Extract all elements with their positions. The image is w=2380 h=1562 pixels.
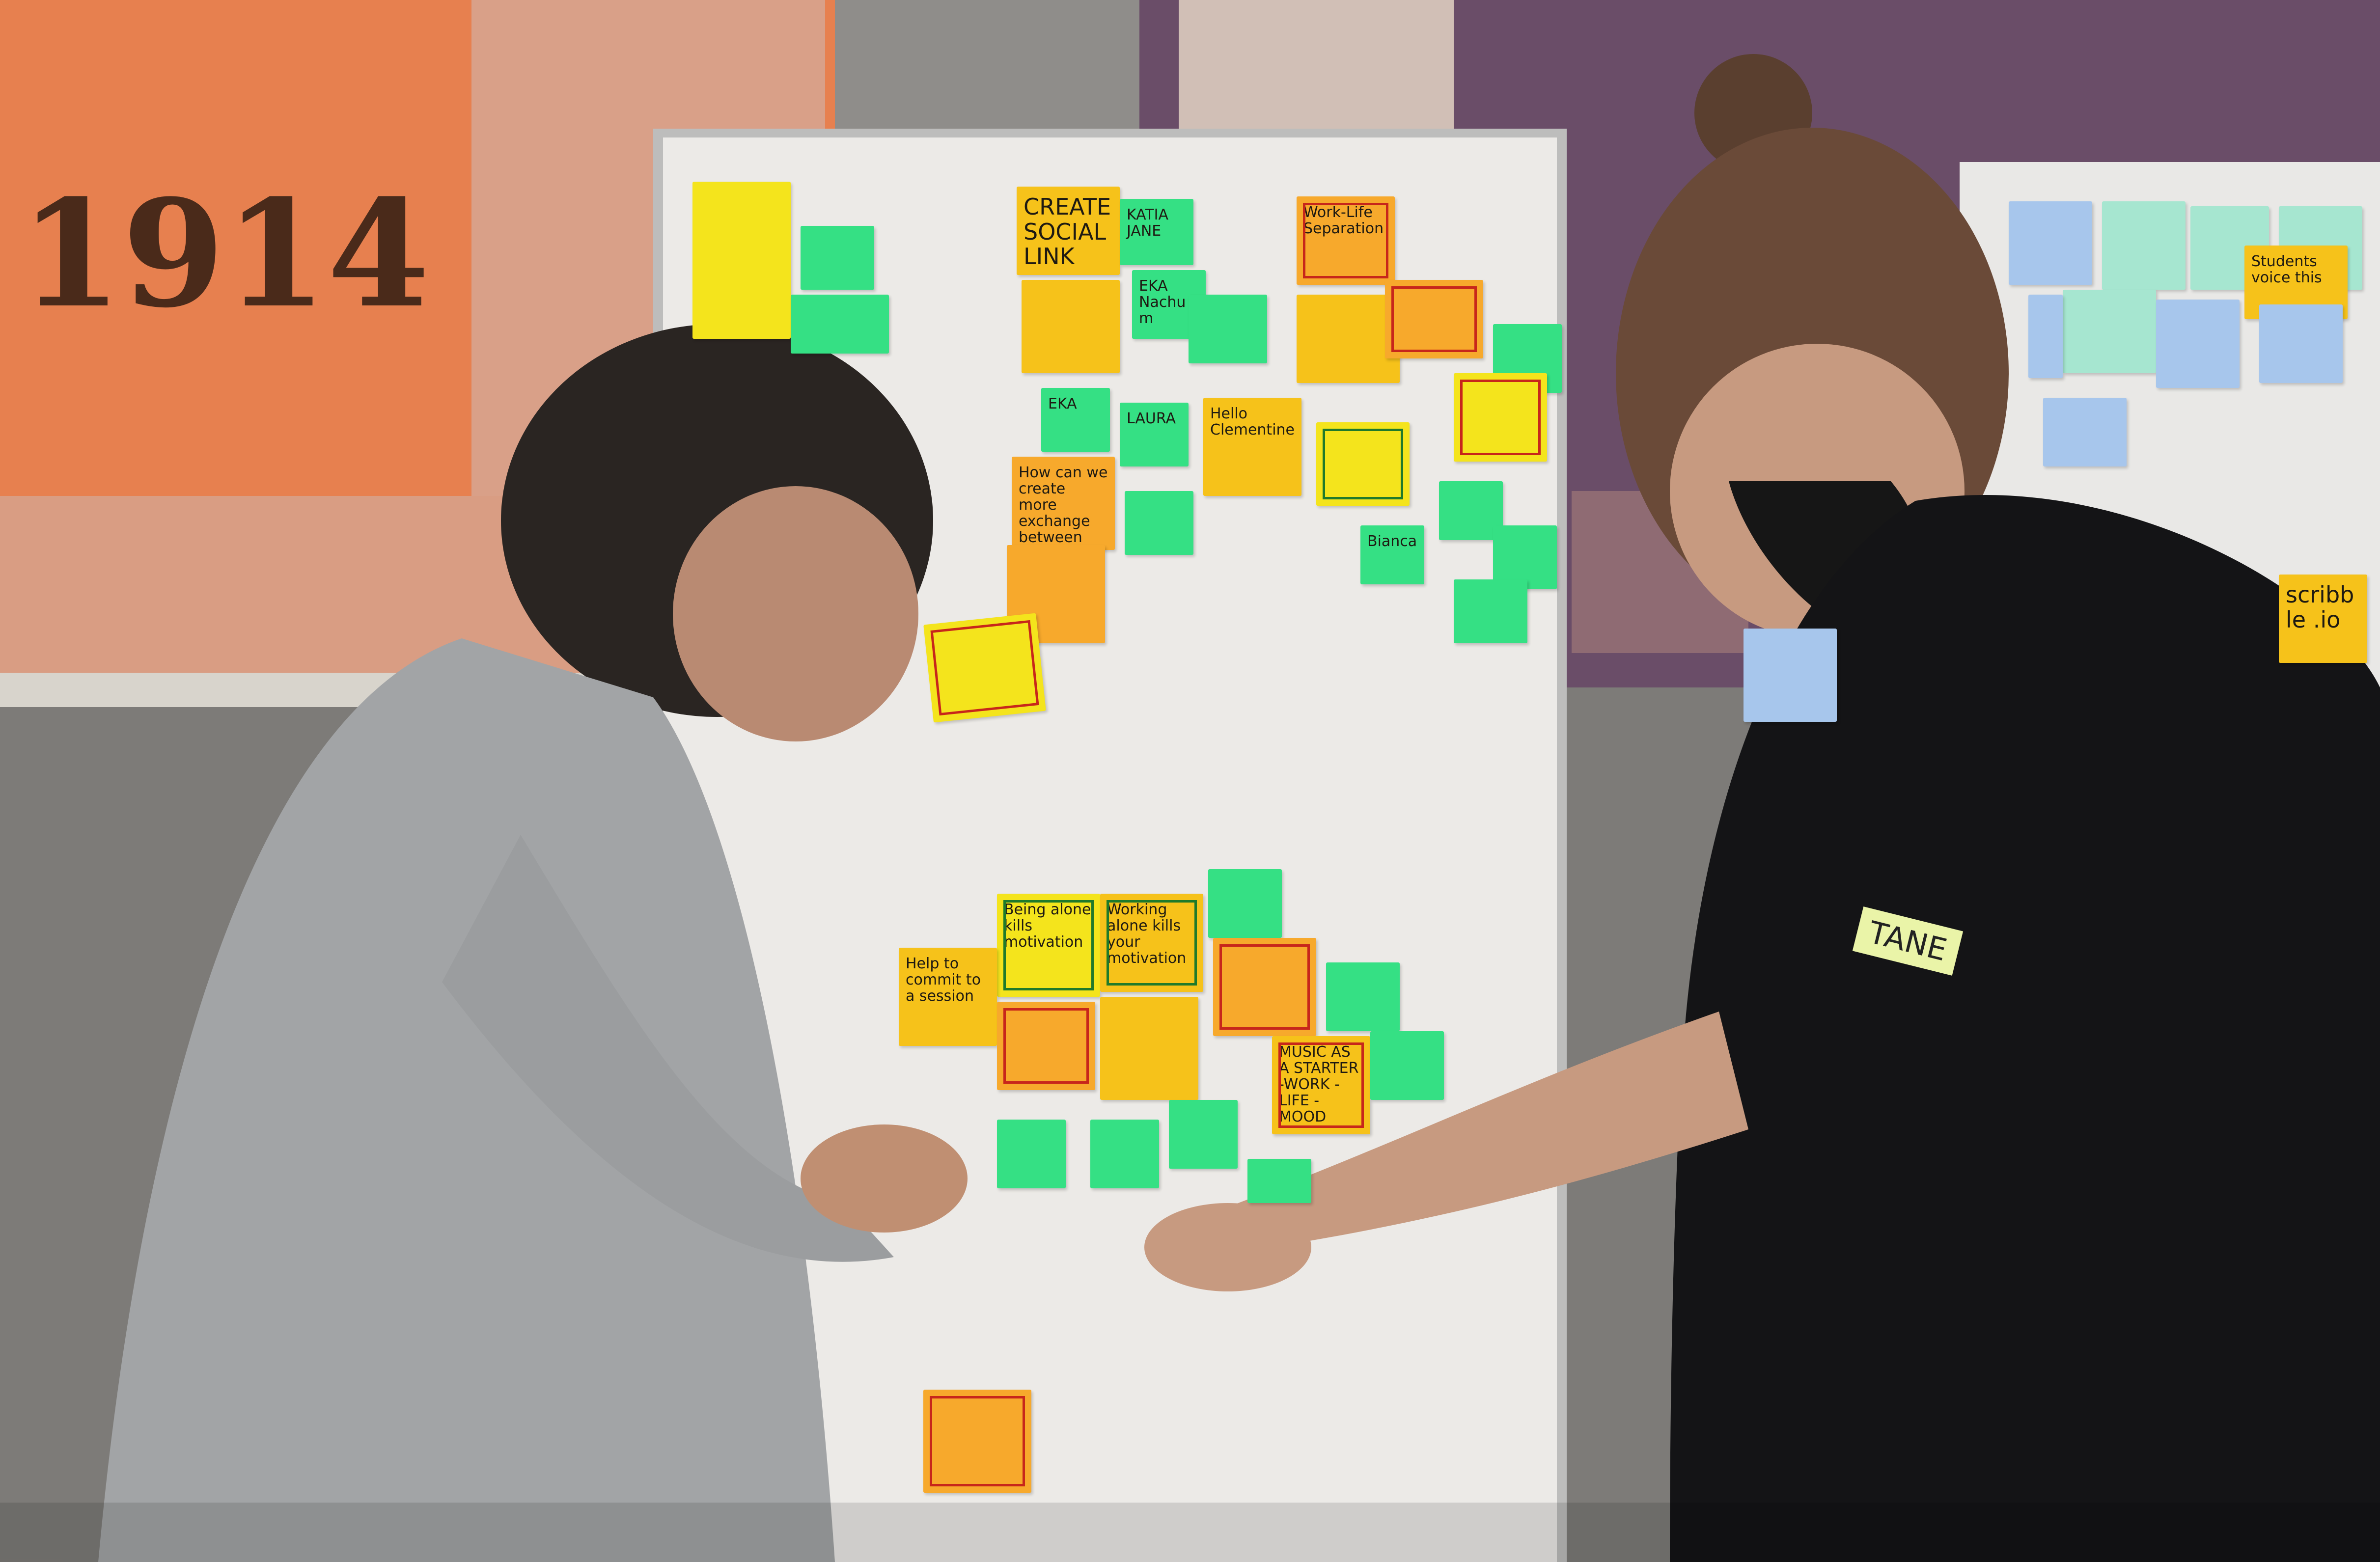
left-person-hand (801, 1124, 968, 1233)
tapestry-purple-panel (1179, 0, 1454, 142)
left-person-arm (442, 835, 894, 1262)
sticky-note-yellow (1022, 280, 1120, 373)
sticky-note-blue (2156, 300, 2240, 388)
sticky-note-blue (1743, 629, 1837, 722)
sticky-note-being-alone: Being alone kills motivation (997, 894, 1100, 997)
sticky-note-bianca: Bianca (1360, 525, 1424, 584)
sticky-note-green (791, 295, 889, 354)
sticky-note-hello-clementine: Hello Clementine (1203, 398, 1301, 496)
sticky-note-create-social-link: CREATE SOCIAL LINK (1017, 187, 1120, 275)
sticky-note-yellow (1100, 997, 1198, 1100)
sticky-note-blue (2028, 295, 2063, 378)
sticky-note-green (1169, 1100, 1238, 1169)
sticky-note-laura: LAURA (1120, 403, 1189, 466)
sticky-note-blue (2259, 304, 2343, 383)
sticky-note-yellow (1454, 373, 1547, 462)
sticky-note-blue (2009, 201, 2092, 285)
tapestry-year: 1914 (20, 167, 430, 340)
sticky-note-green (1125, 491, 1193, 555)
sticky-note-green (1326, 962, 1400, 1031)
sticky-note-scribble-io: scribble .io (2279, 575, 2367, 663)
sticky-note-orange (997, 1002, 1095, 1090)
sticky-note-teal (2102, 201, 2186, 290)
sticky-note-green (1493, 525, 1557, 589)
sticky-note-help-to-commit: Help to commit to a session (899, 948, 997, 1046)
sticky-note-green (801, 226, 874, 290)
sticky-note-how-create-exchange: How can we create more exchange between … (1012, 457, 1115, 550)
sticky-note-music-starter: MUSIC AS A STARTER -WORK -LIFE -MOOD (1272, 1036, 1370, 1134)
left-person-body (98, 638, 835, 1562)
sticky-note-green (1208, 869, 1282, 938)
sticky-note-green (997, 1120, 1066, 1188)
sticky-note-teal (2063, 290, 2156, 373)
right-person-body (1670, 494, 2380, 1562)
sticky-note-green (1247, 1159, 1311, 1203)
sticky-note-yellow (1316, 422, 1410, 506)
sticky-note-katia-jane: KATIA JANE (1120, 199, 1193, 265)
sticky-note-working-alone: Working alone kills your motivation (1100, 894, 1203, 992)
right-person-arm (1198, 1012, 1748, 1257)
sticky-note-green (1454, 579, 1527, 643)
left-person-face (673, 486, 918, 741)
sticky-note-green (1189, 295, 1267, 363)
right-person-hand (1144, 1203, 1311, 1291)
sticky-note-green (1370, 1031, 1444, 1100)
sticky-note-yellow (1297, 295, 1400, 383)
sticky-note-green (1439, 481, 1503, 540)
foreground-shadow (0, 1503, 2380, 1562)
sticky-note-work-life-separation: Work-Life Separation (1297, 196, 1395, 285)
sticky-note-orange (923, 1390, 1031, 1493)
sticky-note-eka: EKA (1041, 388, 1110, 452)
sticky-note-green (1090, 1120, 1159, 1188)
sticky-note-yellow (692, 182, 791, 339)
sticky-note-blue (2043, 398, 2127, 466)
sticky-note-orange (1213, 938, 1316, 1036)
sticky-note-yellow (923, 613, 1046, 723)
sticky-note-orange (1385, 280, 1483, 358)
